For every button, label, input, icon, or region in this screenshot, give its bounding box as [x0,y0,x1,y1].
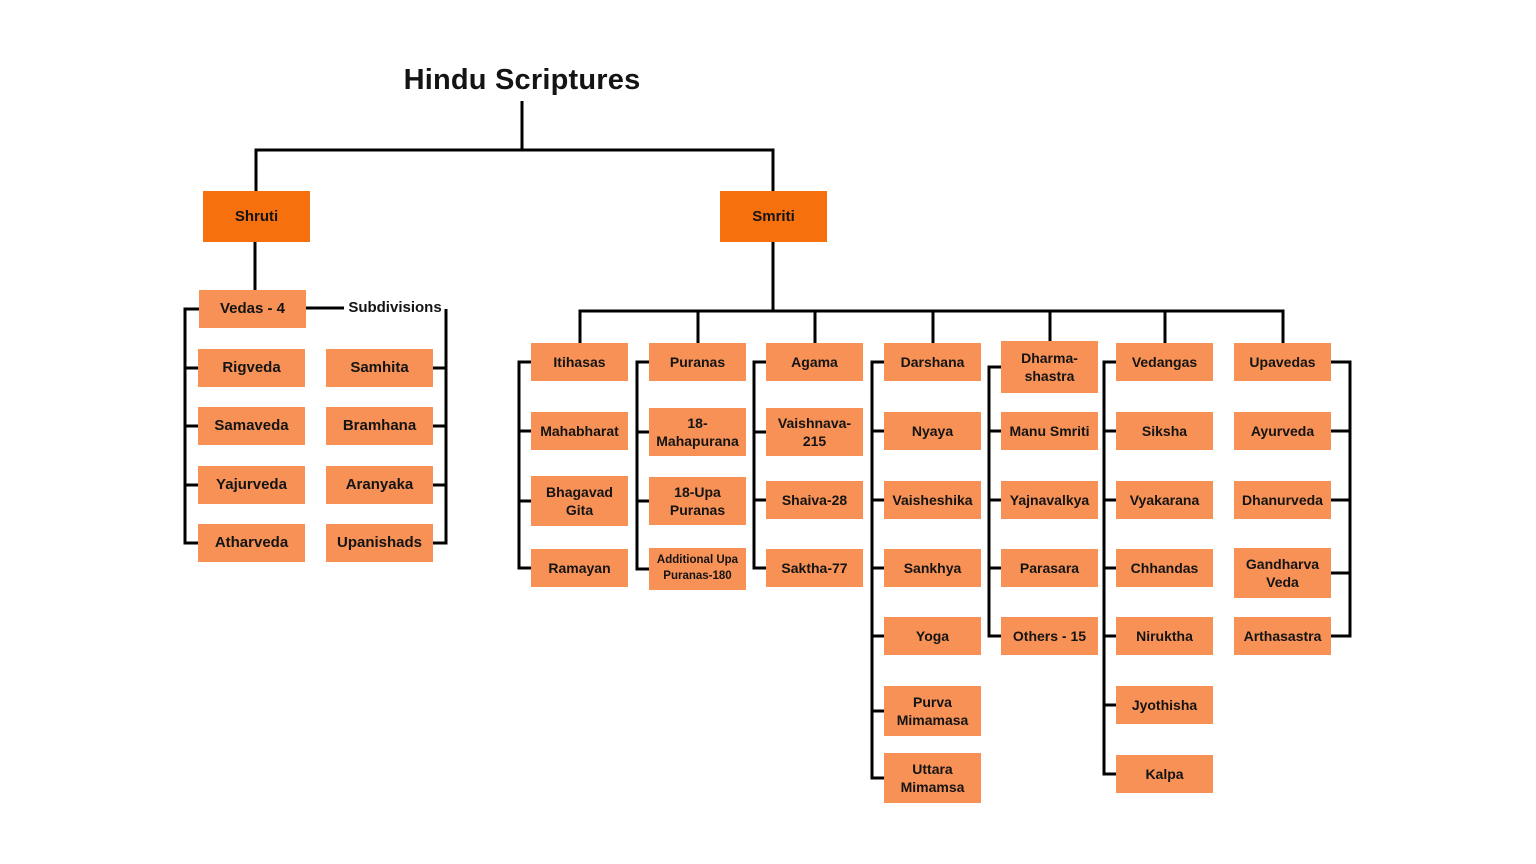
node-18-upa-puranas: 18-Upa Puranas [649,477,746,525]
node-others-15: Others - 15 [1001,617,1098,655]
node-vedangas: Vedangas [1116,343,1213,381]
node-bhagavad-gita: Bhagavad Gita [531,476,628,526]
node-bramhana: Bramhana [326,407,433,445]
node-agama: Agama [766,343,863,381]
node-arthasastra: Arthasastra [1234,617,1331,655]
node-darshana: Darshana [884,343,981,381]
node-purva-mimamasa: Purva Mimamasa [884,686,981,736]
node-puranas: Puranas [649,343,746,381]
node-vedas-4: Vedas - 4 [199,290,306,328]
node-niruktha: Niruktha [1116,617,1213,655]
node-rigveda: Rigveda [198,349,305,387]
node-ayurveda: Ayurveda [1234,412,1331,450]
node-yoga: Yoga [884,617,981,655]
node-dharma-shastra: Dharma-shastra [1001,341,1098,393]
node-itihasas: Itihasas [531,343,628,381]
node-kalpa: Kalpa [1116,755,1213,793]
node-yajnavalkya: Yajnavalkya [1001,481,1098,519]
node-shaiva: Shaiva-28 [766,481,863,519]
node-18-mahapurana: 18-Mahapurana [649,408,746,456]
node-gandharva-veda: Gandharva Veda [1234,548,1331,598]
node-jyothisha: Jyothisha [1116,686,1213,724]
node-parasara: Parasara [1001,549,1098,587]
node-chhandas: Chhandas [1116,549,1213,587]
node-vaisheshika: Vaisheshika [884,481,981,519]
node-samaveda: Samaveda [198,407,305,445]
node-dhanurveda: Dhanurveda [1234,481,1331,519]
node-samhita: Samhita [326,349,433,387]
node-manu-smriti: Manu Smriti [1001,412,1098,450]
node-vyakarana: Vyakarana [1116,481,1213,519]
node-vaishnava: Vaishnava-215 [766,408,863,456]
node-siksha: Siksha [1116,412,1213,450]
node-upanishads: Upanishads [326,524,433,562]
node-sankhya: Sankhya [884,549,981,587]
node-aranyaka: Aranyaka [326,466,433,504]
subdivisions-label: Subdivisions [348,299,442,316]
node-shruti: Shruti [203,191,310,242]
node-mahabharat: Mahabharat [531,412,628,450]
node-ramayan: Ramayan [531,549,628,587]
node-atharveda: Atharveda [198,524,305,562]
node-uttara-mimamsa: Uttara Mimamsa [884,753,981,803]
node-saktha: Saktha-77 [766,549,863,587]
node-upavedas: Upavedas [1234,343,1331,381]
diagram-title: Hindu Scriptures [403,64,641,96]
node-smriti: Smriti [720,191,827,242]
node-yajurveda: Yajurveda [198,466,305,504]
node-additional-upa-puranas: Additional Upa Puranas-180 [649,548,746,590]
node-nyaya: Nyaya [884,412,981,450]
